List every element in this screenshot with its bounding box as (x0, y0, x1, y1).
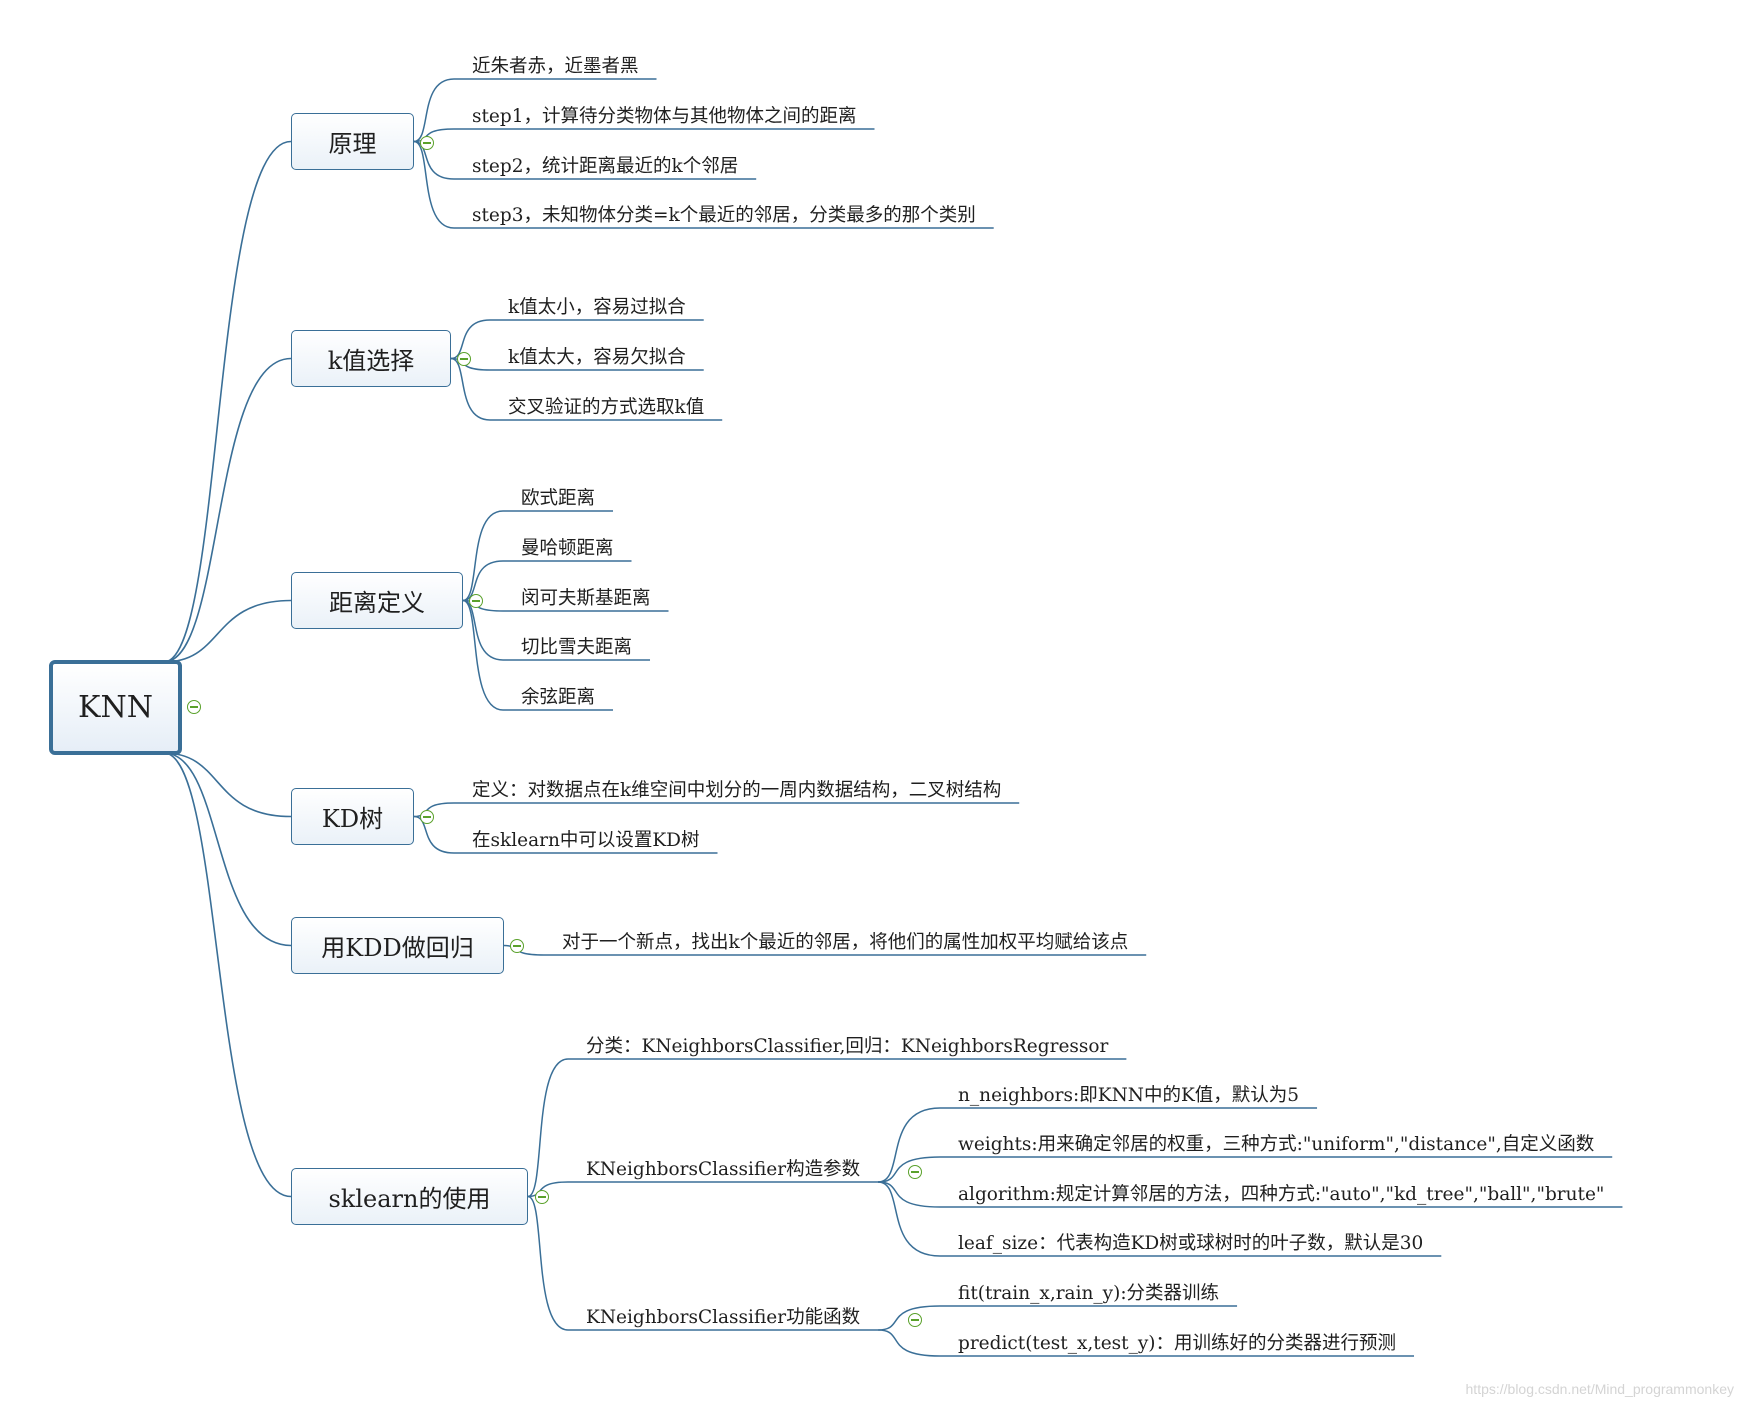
branch-distance-definition-leaf-1-connector (462, 560, 504, 602)
leaf-distance-2[interactable]: 闵可夫斯基距离 (521, 588, 651, 609)
branch-regression-collapse-toggle-icon[interactable] (510, 939, 524, 953)
branch-kdd-regression[interactable]: 用KDD做回归 (291, 917, 504, 974)
root-to-branch-principle (163, 140, 292, 663)
param-algorithm[interactable]: algorithm:规定计算邻居的方法，四种方式:"auto","kd_tree… (958, 1184, 1605, 1205)
leaf-principle-1[interactable]: step1，计算待分类物体与其他物体之间的距离 (472, 106, 857, 127)
param-weights[interactable]: weights:用来确定邻居的权重，三种方式:"uniform","distan… (958, 1134, 1595, 1155)
constructor-param-2-connector (878, 1181, 941, 1208)
root-to-branch-sklearn-usage (163, 752, 292, 1198)
leaf-k-selection-1[interactable]: k值太大，容易欠拟合 (508, 347, 686, 368)
leaf-k-selection-0[interactable]: k值太小，容易过拟合 (508, 297, 686, 318)
branch-distance-definition-leaf-0-connector (462, 510, 504, 602)
leaf-principle-2[interactable]: step2，统计距离最近的k个邻居 (472, 156, 739, 177)
branch-k-selection-collapse-toggle-icon[interactable] (457, 352, 471, 366)
sklearn-child-functions[interactable]: KNeighborsClassifier功能函数 (586, 1307, 861, 1328)
root-to-branch-kdd-regression (163, 752, 292, 947)
branch-sklearn-usage-leaf-1-connector (527, 1181, 569, 1198)
leaf-regression-0[interactable]: 对于一个新点，找出k个最近的邻居，将他们的属性加权平均赋给该点 (562, 932, 1129, 953)
branch-kd-tree-leaf-0-connector (413, 802, 455, 818)
leaf-distance-1[interactable]: 曼哈顿距离 (521, 538, 614, 559)
function-0-connector (878, 1305, 941, 1331)
constructor-param-3-connector (878, 1181, 941, 1257)
function-1-connector (878, 1329, 941, 1357)
branch-kd-tree[interactable]: KD树 (291, 788, 414, 845)
root-node-knn[interactable]: KNN (49, 660, 182, 755)
function-fit[interactable]: fit(train_x,rain_y):分类器训练 (958, 1283, 1220, 1304)
constructor-params-collapse-toggle-icon[interactable] (908, 1165, 922, 1179)
constructor-param-0-connector (878, 1107, 941, 1183)
branch-sklearn-usage-leaf-0-connector (527, 1058, 569, 1198)
branch-sklearn-usage-leaf-2-connector (527, 1195, 569, 1331)
branch-distance-definition[interactable]: 距离定义 (291, 572, 463, 629)
leaf-distance-0[interactable]: 欧式距离 (521, 488, 596, 509)
root-to-branch-k-selection (163, 357, 292, 663)
leaf-kd-tree-0[interactable]: 定义：对数据点在k维空间中划分的一周内数据结构，二叉树结构 (472, 780, 1002, 801)
branch-distance-collapse-toggle-icon[interactable] (469, 594, 483, 608)
branch-kd-tree-collapse-toggle-icon[interactable] (420, 810, 434, 824)
watermark-url: https://blog.csdn.net/Mind_programmonkey (1465, 1381, 1734, 1397)
leaf-k-selection-2[interactable]: 交叉验证的方式选取k值 (508, 397, 705, 418)
leaf-kd-tree-1[interactable]: 在sklearn中可以设置KD树 (472, 830, 700, 851)
leaf-distance-3[interactable]: 切比雪夫距离 (521, 637, 633, 658)
branch-k-selection-leaf-0-connector (450, 319, 491, 360)
branch-principle-collapse-toggle-icon[interactable] (420, 136, 434, 150)
leaf-principle-0[interactable]: 近朱者赤，近墨者黑 (472, 56, 639, 77)
leaf-distance-4[interactable]: 余弦距离 (521, 687, 596, 708)
root-to-branch-distance-definition (163, 599, 292, 663)
branch-principle[interactable]: 原理 (291, 113, 414, 170)
branch-principle-leaf-3-connector (413, 140, 455, 229)
param-n-neighbors[interactable]: n_neighbors:即KNN中的K值，默认为5 (958, 1085, 1300, 1106)
root-collapse-toggle-icon[interactable] (187, 700, 201, 714)
branch-kd-tree-leaf-1-connector (413, 815, 455, 854)
branch-principle-leaf-1-connector (413, 128, 455, 143)
branch-principle-leaf-0-connector (413, 78, 455, 143)
branch-k-selection-leaf-2-connector (450, 357, 491, 421)
branch-sklearn-usage[interactable]: sklearn的使用 (291, 1168, 528, 1225)
constructor-param-1-connector (878, 1156, 941, 1183)
function-predict[interactable]: predict(test_x,test_y)：用训练好的分类器进行预测 (958, 1333, 1397, 1354)
branch-distance-definition-leaf-3-connector (462, 599, 504, 661)
branch-principle-leaf-2-connector (413, 140, 455, 180)
leaf-principle-3[interactable]: step3，未知物体分类=k个最近的邻居，分类最多的那个类别 (472, 205, 976, 226)
sklearn-child-classifier-regressor[interactable]: 分类：KNeighborsClassifier,回归：KNeighborsReg… (586, 1036, 1109, 1057)
sklearn-child-constructor-params[interactable]: KNeighborsClassifier构造参数 (586, 1159, 861, 1180)
functions-collapse-toggle-icon[interactable] (908, 1313, 922, 1327)
branch-sklearn-collapse-toggle-icon[interactable] (535, 1190, 549, 1204)
branch-k-selection[interactable]: k值选择 (291, 330, 451, 387)
param-leaf-size[interactable]: leaf_size：代表构造KD树或球树时的叶子数，默认是30 (958, 1233, 1424, 1254)
root-to-branch-kd-tree (163, 752, 292, 818)
branch-distance-definition-leaf-4-connector (462, 599, 504, 711)
